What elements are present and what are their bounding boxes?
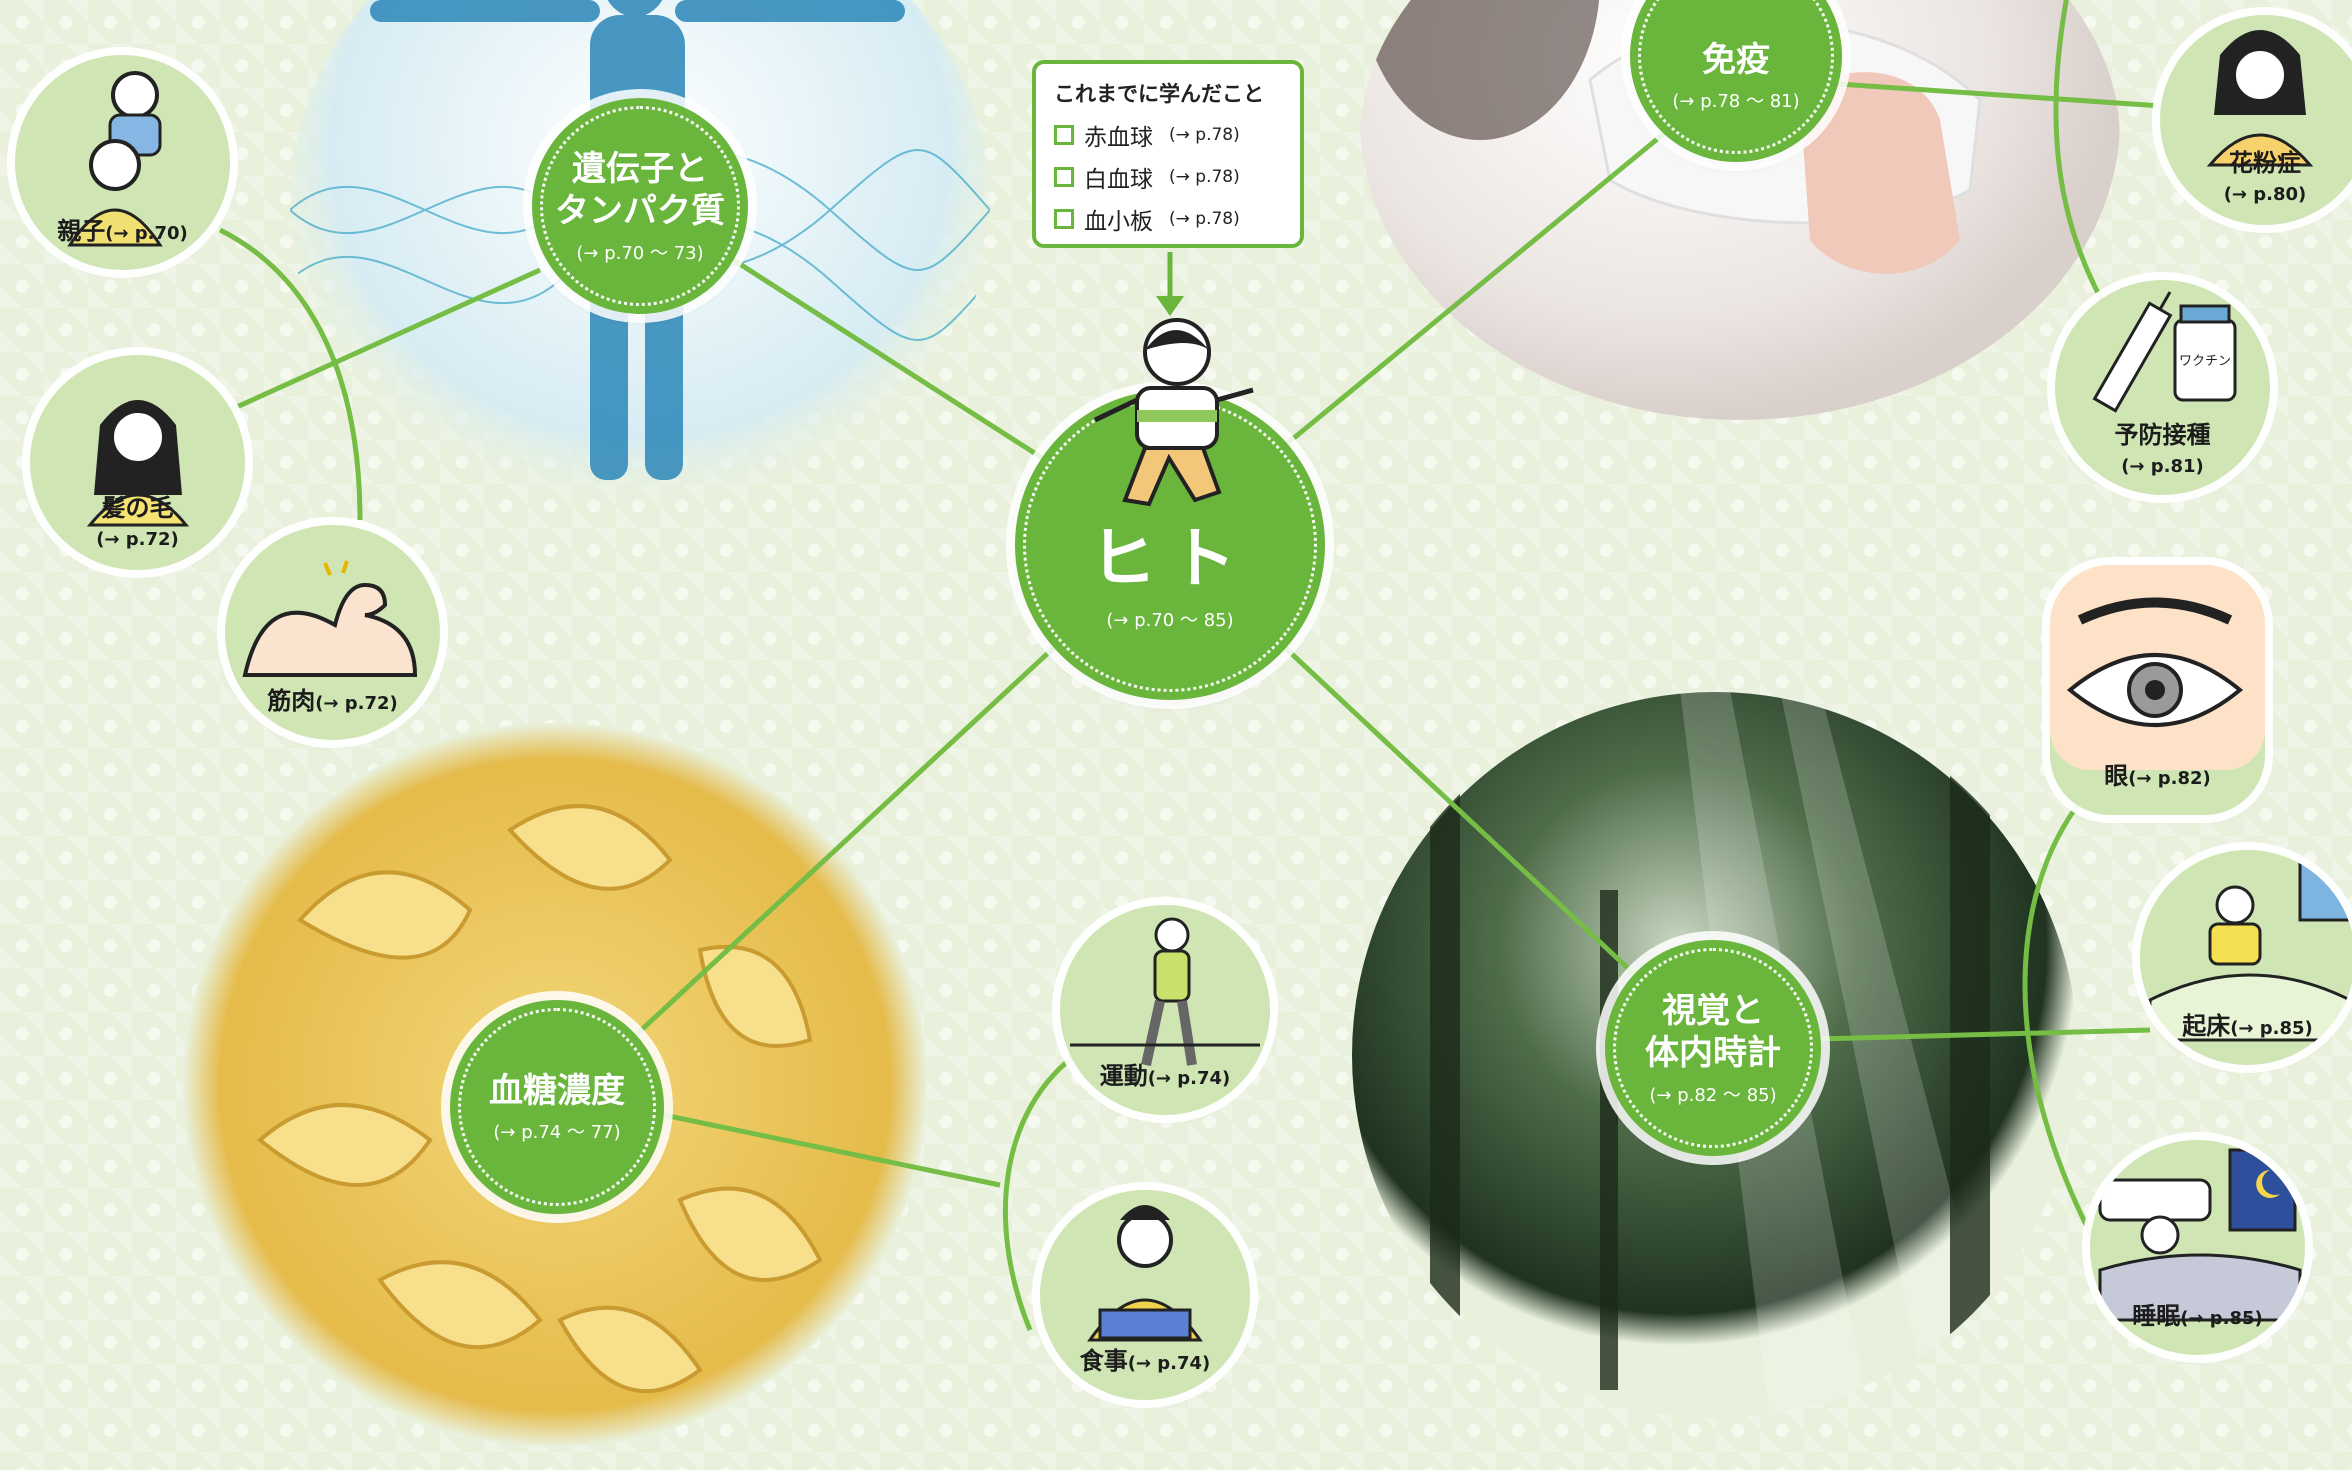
- leaf-label: 眼(→ p.82): [2104, 762, 2211, 791]
- leaf-label: 食事(→ p.74): [1079, 1347, 1211, 1376]
- leaf-label: 睡眠(→ p.85): [2132, 1302, 2263, 1331]
- center-title: ヒト: [1090, 519, 1250, 597]
- hair-icon: [86, 400, 190, 527]
- learned-item: 白血球 (→ p.78): [1054, 160, 1282, 194]
- child-illustration-icon: [1093, 318, 1254, 507]
- leaf-label: 親子(→ p.70): [57, 217, 188, 246]
- leaf-label: 起床(→ p.85): [2182, 1012, 2313, 1041]
- learned-item: 血小板 (→ p.78): [1054, 202, 1282, 236]
- center-ref: (→ p.70 ～ 85): [1106, 610, 1234, 632]
- eye-icon: [2050, 565, 2265, 770]
- vial-label: ワクチン: [2179, 354, 2231, 369]
- leaf-muscle[interactable]: 筋肉(→ p.72): [225, 525, 440, 740]
- sneezing-person-icon: [2206, 30, 2314, 167]
- learned-item-ref: (→ p.78): [1169, 209, 1240, 229]
- leaf-label: 予防接種 (→ p.81): [2114, 421, 2211, 478]
- topic-genes-proteins[interactable]: 遺伝子と タンパク質 (→ p.70 ～ 73): [532, 98, 748, 314]
- learned-item-ref: (→ p.78): [1169, 167, 1240, 187]
- leaf-hay-fever[interactable]: 花粉症 (→ p.80): [2160, 15, 2352, 225]
- parent-child-icon: [67, 71, 163, 247]
- learned-topics-heading: これまでに学んだこと: [1054, 82, 1264, 106]
- leaf-exercise[interactable]: 運動(→ p.74): [1060, 905, 1270, 1115]
- topic-ref: (→ p.74 ～ 77): [493, 1122, 621, 1144]
- topic-ref: (→ p.78 ～ 81): [1672, 91, 1800, 113]
- leaf-wake-up[interactable]: 起床(→ p.85): [2140, 850, 2352, 1065]
- flexed-arm-icon: [242, 560, 418, 677]
- learned-topics-box: これまでに学んだこと 赤血球 (→ p.78) 白血球 (→ p.78) 血小板…: [1032, 60, 1304, 248]
- topic-vision-body-clock[interactable]: 視覚と 体内時計 (→ p.82 ～ 85): [1605, 940, 1821, 1156]
- checkbox-icon[interactable]: [1054, 167, 1074, 187]
- leaf-label: 運動(→ p.74): [1099, 1062, 1231, 1091]
- leaf-label: 花粉症 (→ p.80): [2223, 149, 2307, 206]
- syringe-vial-icon: ワクチン: [2092, 291, 2237, 413]
- topic-blood-sugar[interactable]: 血糖濃度 (→ p.74 ～ 77): [450, 1000, 664, 1214]
- sleeping-person-icon: [2098, 1148, 2302, 1322]
- walking-person-icon: [1070, 917, 1260, 1067]
- leaf-parent-child[interactable]: 親子(→ p.70): [15, 55, 230, 270]
- topic-ref: (→ p.82 ～ 85): [1649, 1084, 1777, 1106]
- leaf-eye[interactable]: 眼(→ p.82): [2050, 565, 2265, 815]
- leaf-sleep[interactable]: 睡眠(→ p.85): [2090, 1140, 2305, 1355]
- learned-item-ref: (→ p.78): [1169, 125, 1240, 145]
- waking-person-icon: [2148, 858, 2352, 1042]
- topic-title: 視覚と 体内時計: [1645, 990, 1781, 1074]
- leaf-label: 髪の毛 (→ p.72): [96, 494, 179, 551]
- eating-person-icon: [1087, 1205, 1203, 1342]
- leaf-vaccination[interactable]: ワクチン 予防接種 (→ p.81): [2055, 280, 2270, 495]
- leaf-hair[interactable]: 髪の毛 (→ p.72): [30, 355, 245, 570]
- topic-title: 免疫: [1702, 39, 1770, 80]
- topic-immunity[interactable]: 免疫 (→ p.78 ～ 81): [1630, 0, 1842, 162]
- topic-title: 遺伝子と タンパク質: [555, 148, 725, 232]
- checkbox-icon[interactable]: [1054, 125, 1074, 145]
- learned-item-label: 血小板: [1084, 209, 1153, 235]
- topic-ref: (→ p.70 ～ 73): [576, 242, 704, 264]
- learned-item-label: 赤血球: [1084, 125, 1153, 151]
- learned-item: 赤血球 (→ p.78): [1054, 118, 1282, 152]
- topic-title: 血糖濃度: [489, 1070, 625, 1111]
- checkbox-icon[interactable]: [1054, 209, 1074, 229]
- leaf-meal[interactable]: 食事(→ p.74): [1040, 1190, 1250, 1400]
- leaf-label: 筋肉(→ p.72): [267, 687, 398, 716]
- learned-item-label: 白血球: [1084, 167, 1153, 193]
